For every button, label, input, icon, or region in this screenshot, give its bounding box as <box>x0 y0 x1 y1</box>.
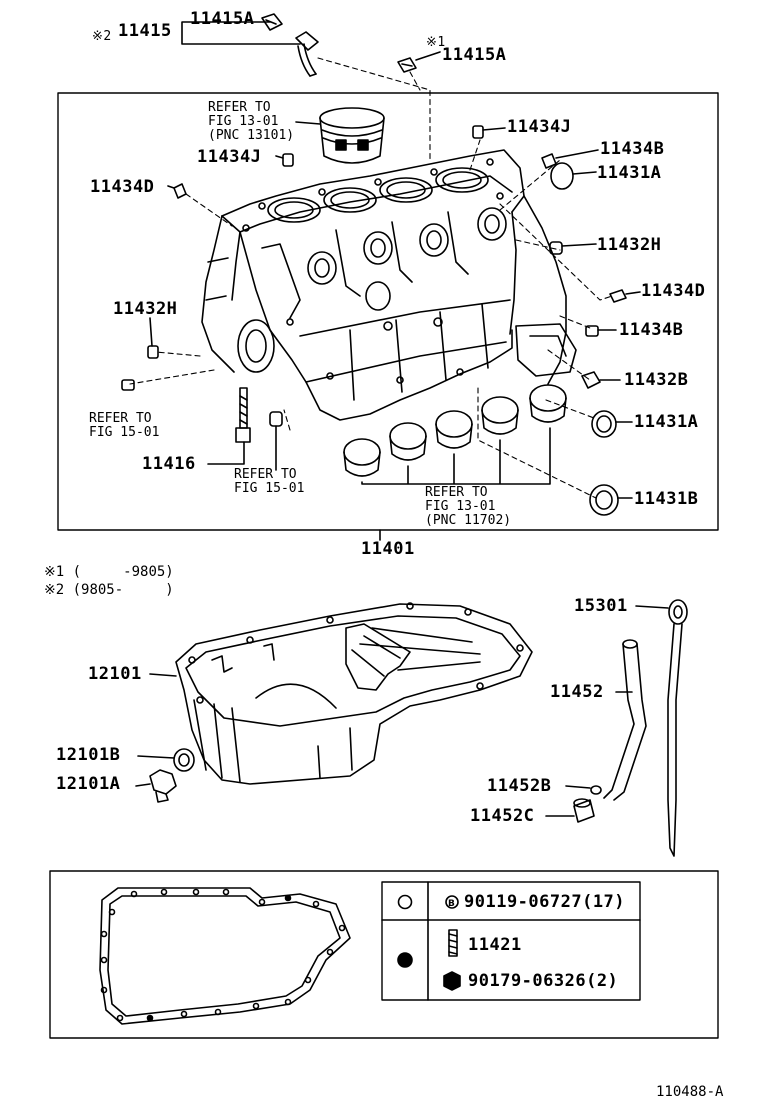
label-11401[interactable]: 11401 <box>361 539 415 559</box>
label-11432H-right[interactable]: 11432H <box>597 235 662 255</box>
label-11452B[interactable]: 11452B <box>487 776 552 796</box>
stud-11416-icon <box>235 387 251 443</box>
dipstick-15301-icon <box>667 599 688 857</box>
leader-11415A-right <box>415 51 441 61</box>
cap-11431A-top-icon <box>550 162 574 190</box>
label-90179[interactable]: 90179-06326(2) <box>468 971 619 991</box>
label-11432H-left[interactable]: 11432H <box>113 299 178 319</box>
legend-table <box>381 881 641 1001</box>
engine-block-icon <box>201 149 577 421</box>
plug-11432H-right-icon <box>549 241 563 255</box>
plug-11434D-left-icon <box>173 183 187 199</box>
plug-11434J-right-icon <box>472 125 484 139</box>
refer-bottom-mid: REFER TO FIG 15-01 <box>234 467 305 496</box>
bolt-11415A-right-icon <box>397 57 417 73</box>
plug-11434D-right-icon <box>609 289 627 303</box>
bolt-11415A-top-icon <box>261 13 283 31</box>
leader-piston <box>295 121 321 125</box>
label-11415A-right-mark: ※1 <box>426 35 446 50</box>
label-11415A-top[interactable]: 11415A <box>190 9 255 29</box>
label-11434J-right[interactable]: 11434J <box>507 117 572 137</box>
label-11452[interactable]: 11452 <box>550 682 604 702</box>
washer-12101B-icon <box>173 748 195 772</box>
open-circle-symbol-icon <box>397 894 413 910</box>
block-frame <box>57 92 719 531</box>
plug-11432B-icon <box>581 371 601 389</box>
plug-left-lower-icon <box>121 379 135 391</box>
refer-left-mid: REFER TO FIG 15-01 <box>89 411 160 440</box>
label-11431A-right[interactable]: 11431A <box>634 412 699 432</box>
filled-circle-symbol-icon <box>397 952 413 968</box>
plug-11434B-top-icon <box>541 153 557 169</box>
label-15301[interactable]: 15301 <box>574 596 628 616</box>
leader-11415 <box>181 21 301 45</box>
label-11434B-right[interactable]: 11434B <box>619 320 684 340</box>
dipstick-guide-11452-icon <box>603 639 647 801</box>
refer-piston: REFER TO FIG 13-01 (PNC 13101) <box>208 100 295 143</box>
label-11415-mark: ※2 <box>92 29 112 44</box>
label-11431A-top[interactable]: 11431A <box>597 163 662 183</box>
label-11431B[interactable]: 11431B <box>634 489 699 509</box>
oil-jet-11415-icon <box>295 31 319 77</box>
label-11415[interactable]: 11415 <box>118 21 172 41</box>
piston-icon <box>319 107 385 164</box>
note-2: ※2 (9805- ) <box>44 582 174 598</box>
oring-11452B-icon <box>590 785 602 795</box>
label-11416[interactable]: 11416 <box>142 454 196 474</box>
label-11421[interactable]: 11421 <box>468 935 522 955</box>
stud-11421-icon <box>448 929 458 957</box>
main-bearings-icon <box>343 384 567 477</box>
bolt-B-icon <box>445 895 459 909</box>
label-11434J-left[interactable]: 11434J <box>197 147 262 167</box>
cap-11431A-right-icon <box>591 410 617 438</box>
figure-number: 110488-A <box>656 1084 724 1100</box>
label-12101[interactable]: 12101 <box>88 664 142 684</box>
label-11415A-right[interactable]: 11415A <box>442 45 507 65</box>
refer-bearings: REFER TO FIG 13-01 (PNC 11702) <box>425 485 512 528</box>
note-1: ※1 ( -9805) <box>44 564 174 580</box>
drain-plug-12101A-icon <box>149 769 177 803</box>
sleeve-11452C-icon <box>573 798 595 823</box>
dowel-icon <box>269 411 283 427</box>
cap-11431B-icon <box>589 484 619 516</box>
plug-11434B-right-icon <box>585 325 599 337</box>
label-90119[interactable]: 90119-06727(17) <box>464 892 626 912</box>
label-11452C[interactable]: 11452C <box>470 806 535 826</box>
label-11434B-top[interactable]: 11434B <box>600 139 665 159</box>
label-12101B[interactable]: 12101B <box>56 745 121 765</box>
nut-90179-icon <box>443 971 461 991</box>
plug-11434J-left-icon <box>282 153 294 167</box>
pan-gasket-icon <box>99 887 351 1025</box>
lower-frame <box>49 870 719 1039</box>
label-12101A[interactable]: 12101A <box>56 774 121 794</box>
svg-text:B: B <box>448 899 455 909</box>
label-11434D-left[interactable]: 11434D <box>90 177 155 197</box>
plug-11432H-left-icon <box>147 345 159 359</box>
leader-bearings <box>361 427 551 485</box>
oil-pan-icon <box>175 602 533 785</box>
label-11434D-right[interactable]: 11434D <box>641 281 706 301</box>
label-11432B[interactable]: 11432B <box>624 370 689 390</box>
